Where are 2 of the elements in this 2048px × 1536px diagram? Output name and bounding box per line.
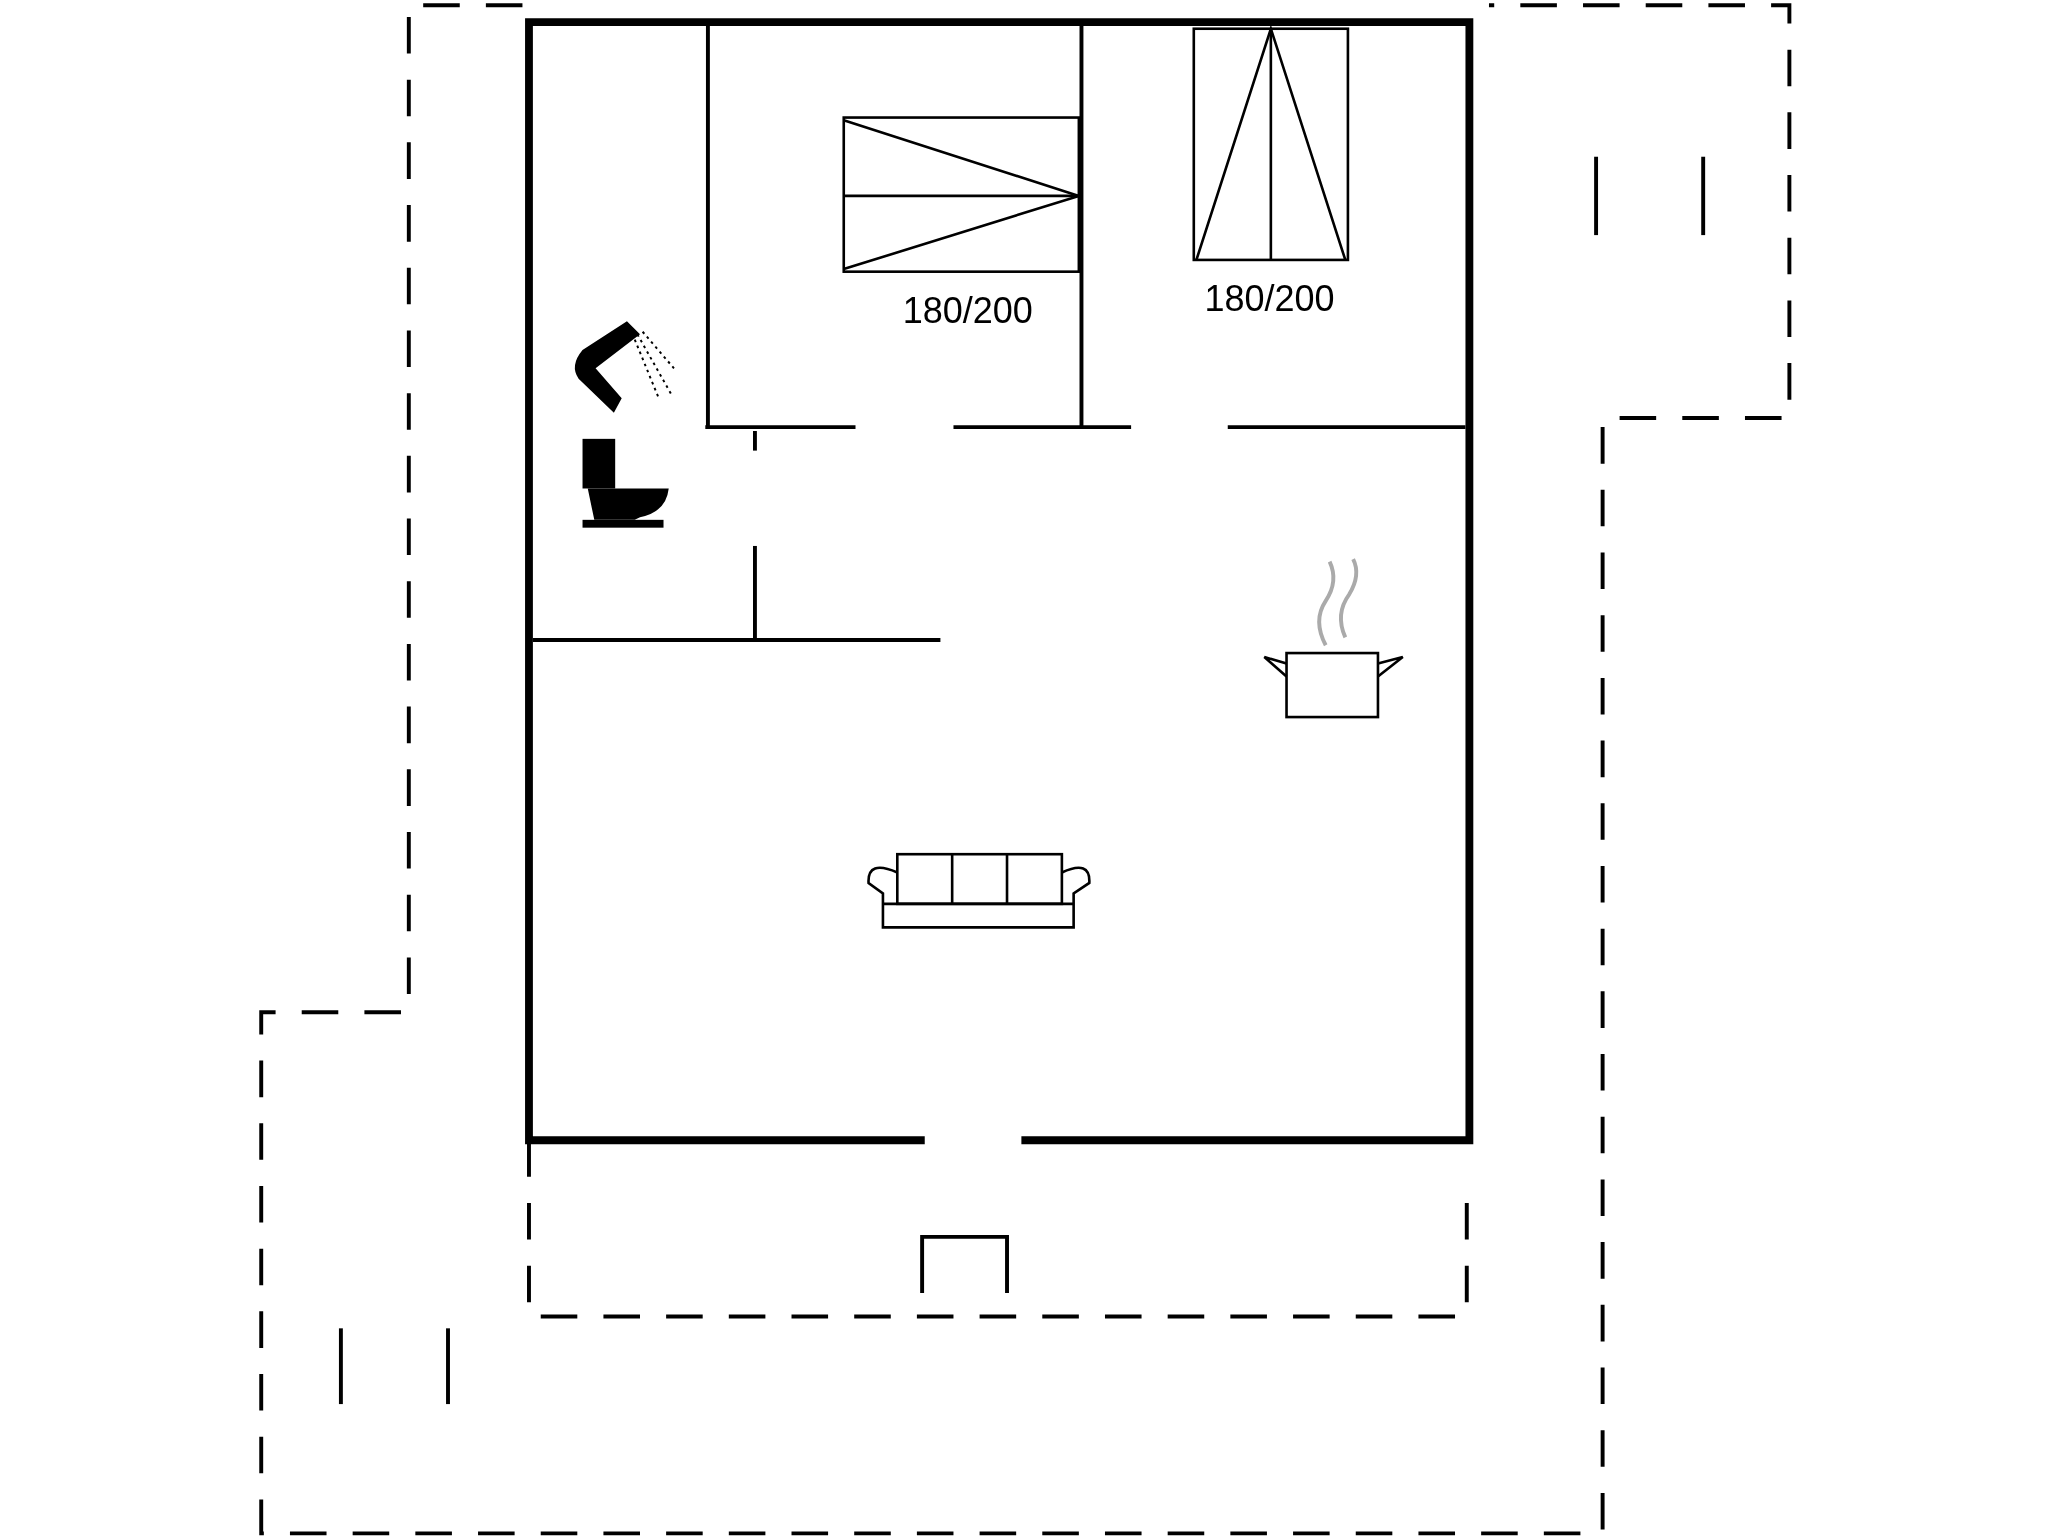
bed-size-label: 180/200 [902,292,1033,329]
bed-size-label: 180/200 [1204,281,1335,318]
